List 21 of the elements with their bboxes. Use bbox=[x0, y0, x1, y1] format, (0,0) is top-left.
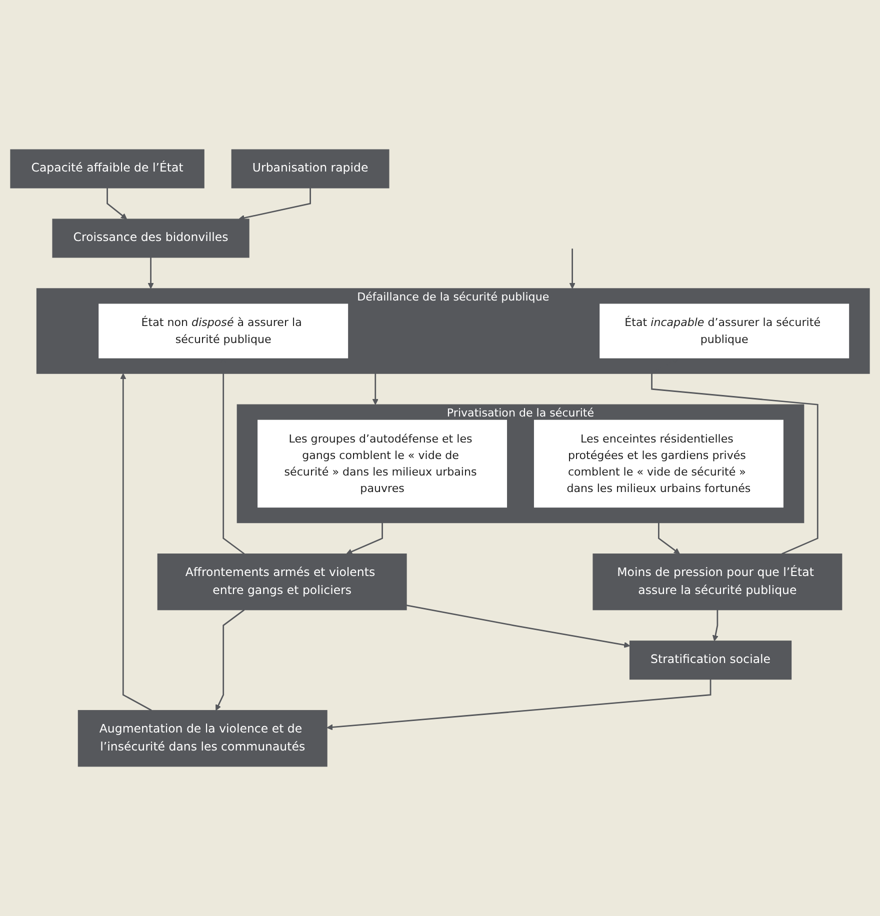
node-box: Les enceintes résidentielles protégées et les gardiens privés comblent le « vide de sécurité » dans les milieux urbains fortunés bbox=[534, 420, 784, 508]
node-box: État non disposé à assurer la sécurité publique bbox=[98, 304, 348, 358]
node-box: Les groupes d’autodéfense et les gangs comblent le « vide de sécurité » dans les milieux urbains pauvres bbox=[258, 420, 508, 508]
arrow bbox=[372, 374, 378, 405]
arrow bbox=[238, 188, 311, 221]
node-box: Moins de pression pour que l’État assure la sécurité publique bbox=[592, 554, 842, 610]
node-box: Capacité affaible de l’État bbox=[10, 149, 204, 188]
node-box: Augmentation de la violence et de l’insécurité dans les communautés bbox=[78, 710, 328, 767]
arrow bbox=[120, 373, 152, 712]
arrow bbox=[216, 609, 245, 711]
arrow bbox=[148, 257, 154, 289]
arrow bbox=[406, 604, 630, 648]
node-box: Affrontements armés et violents entre gangs et policiers bbox=[157, 554, 407, 610]
node-box: Croissance des bidonvilles bbox=[52, 218, 250, 258]
arrow bbox=[106, 188, 128, 220]
node-box: État incapable d’assurer la sécurité publique bbox=[600, 304, 850, 358]
arrow bbox=[326, 679, 712, 730]
arrow bbox=[712, 610, 718, 642]
arrow bbox=[569, 248, 576, 289]
node-box: Urbanisation rapide bbox=[231, 149, 390, 188]
node-box: Stratification sociale bbox=[629, 640, 792, 680]
